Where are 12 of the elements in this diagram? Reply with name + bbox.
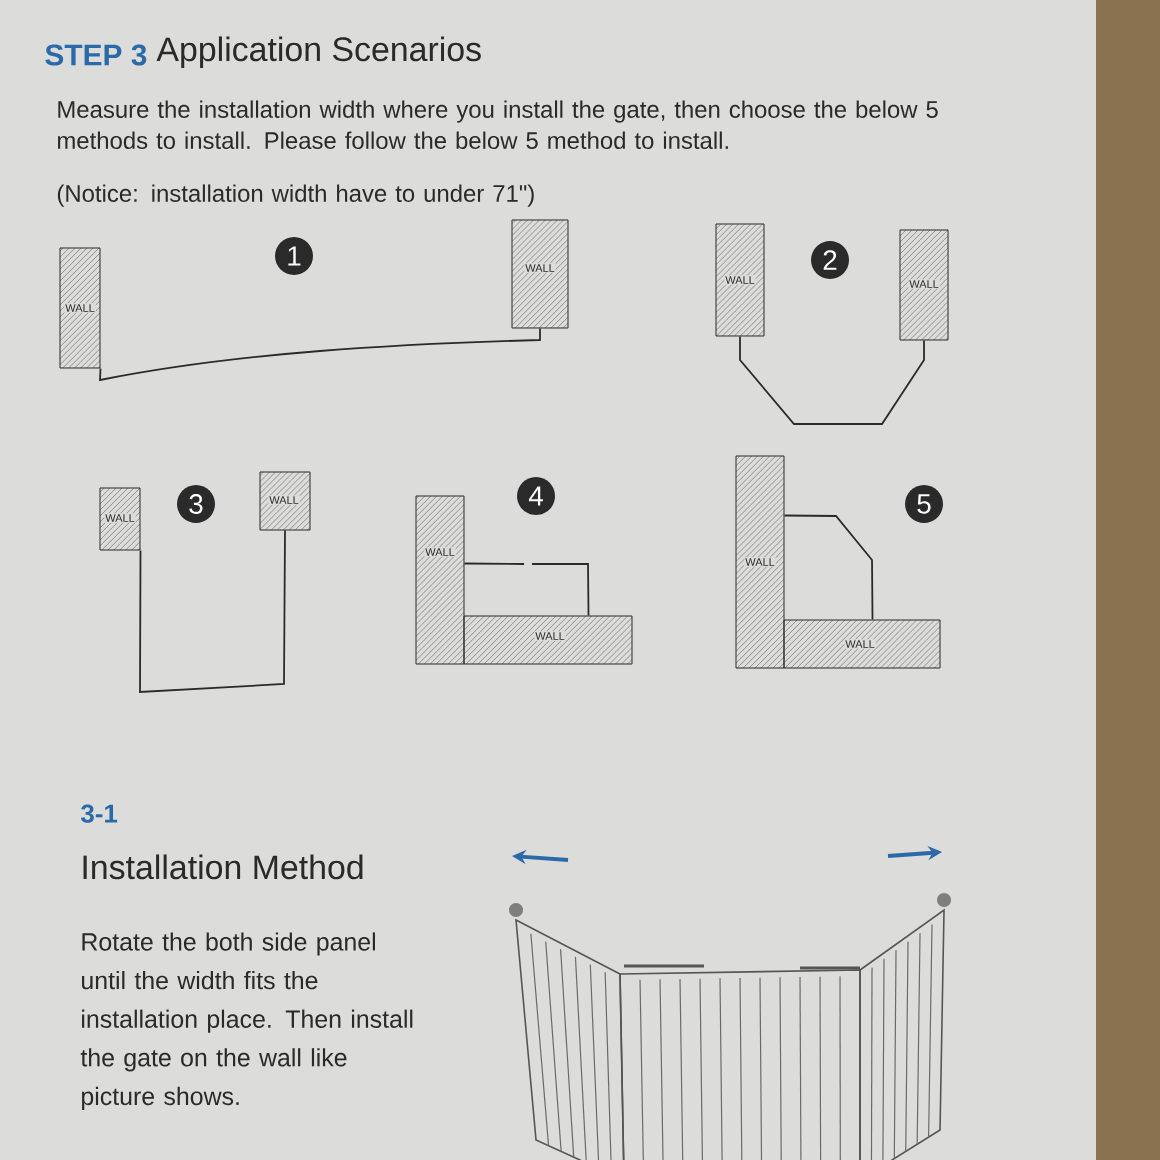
gate-plan-line bbox=[739, 335, 925, 425]
paragraph: Measure the installation width where you install the gate, then choose the below 5 methods to install. Please follow the below 5 method to install. bbox=[58, 100, 938, 149]
gate-plan-line bbox=[139, 529, 286, 693]
paragraph: Rotate the both side panel until the width fits the installation place. Then install the gate on the wall like picture shows. bbox=[80, 932, 413, 1111]
title: Application Scenarios bbox=[156, 36, 481, 68]
section-heading: Installation Method bbox=[83, 854, 363, 880]
gate-plan-line bbox=[99, 327, 541, 381]
gate-plan-line bbox=[783, 514, 874, 621]
gate-plan-line bbox=[463, 562, 590, 617]
section-number: 3-1 bbox=[81, 804, 118, 823]
paragraph: (Notice: installation width have to under 71") bbox=[57, 184, 534, 207]
step-heading: STEP 3 bbox=[45, 44, 147, 66]
